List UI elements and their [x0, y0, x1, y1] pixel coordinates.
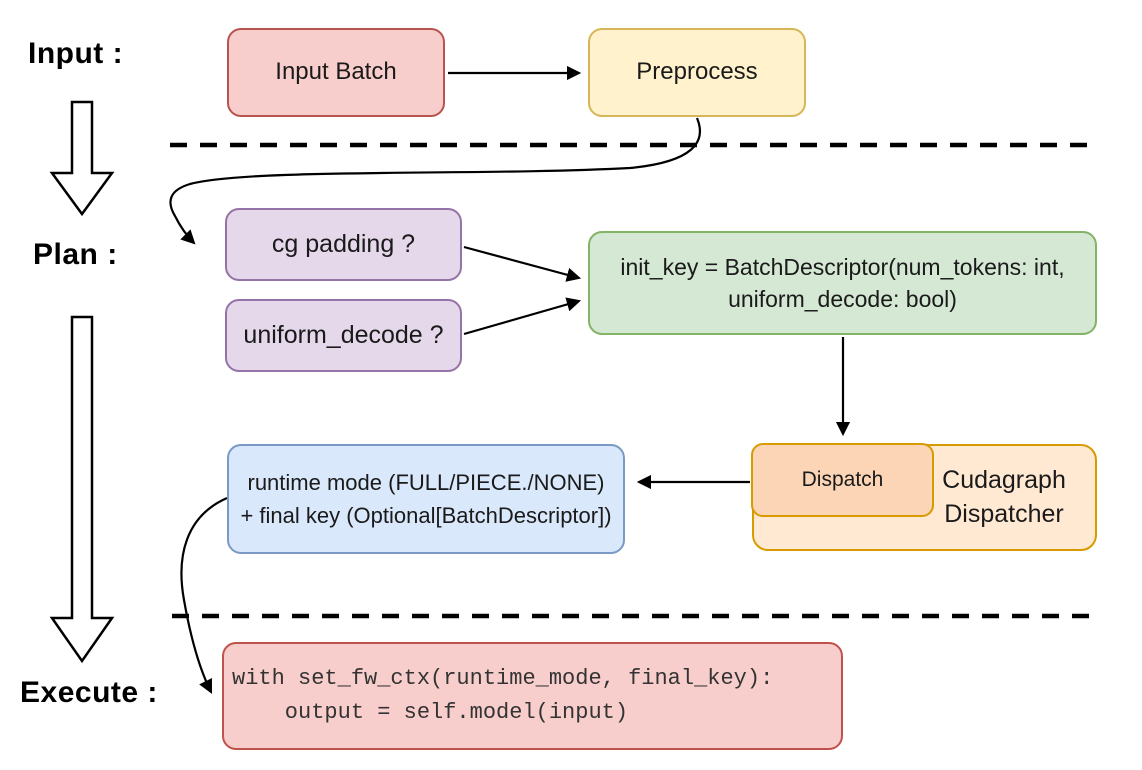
node-runtime-mode-line1: runtime mode (FULL/PIECE./NONE) — [247, 470, 605, 495]
node-init-key: init_key = BatchDescriptor(num_tokens: i… — [588, 231, 1097, 335]
edge-cg-padding-to-init-key — [463, 245, 582, 282]
node-init-key-line1: init_key = BatchDescriptor(num_tokens: i… — [620, 253, 1065, 280]
stage-arrow-plan-to-execute-icon — [49, 315, 115, 664]
node-cudagraph-dispatcher-label: Cudagraph Dispatcher — [919, 446, 1089, 549]
node-init-key-line2: uniform_decode: bool) — [728, 286, 957, 312]
stage-label-plan: Plan : — [33, 238, 118, 271]
node-input-batch: Input Batch — [227, 28, 445, 117]
node-dispatch: Dispatch — [751, 443, 934, 517]
edge-runtime-mode-to-execute-code — [180, 496, 228, 694]
execute-code-line1: with set_fw_ctx(runtime_mode, final_key)… — [232, 665, 774, 691]
stage-label-execute: Execute : — [20, 676, 158, 709]
node-input-batch-label: Input Batch — [275, 58, 397, 86]
node-execute-code: with set_fw_ctx(runtime_mode, final_key)… — [222, 642, 843, 750]
node-runtime-mode-line2: + final key (Optional[BatchDescriptor]) — [240, 503, 612, 528]
edge-uniform-decode-to-init-key — [463, 297, 582, 336]
node-dispatch-label: Dispatch — [801, 467, 884, 491]
node-uniform-decode: uniform_decode ? — [225, 299, 462, 372]
node-cudagraph-dispatcher-line2: Dispatcher — [944, 499, 1064, 528]
node-preprocess: Preprocess — [588, 28, 806, 117]
node-cg-padding-label: cg padding ? — [271, 229, 416, 258]
node-uniform-decode-label: uniform_decode ? — [243, 320, 444, 349]
node-preprocess-label: Preprocess — [636, 58, 758, 86]
node-cudagraph-dispatcher-line1: Cudagraph — [942, 465, 1066, 494]
stage-label-input: Input : — [28, 37, 124, 70]
execute-code-line2: output = self.model(input) — [232, 700, 629, 725]
node-runtime-mode: runtime mode (FULL/PIECE./NONE) + final … — [227, 444, 625, 554]
node-cg-padding: cg padding ? — [225, 208, 462, 281]
stage-arrow-input-to-plan-icon — [49, 100, 115, 217]
edge-preprocess-to-cg-padding — [169, 117, 702, 245]
